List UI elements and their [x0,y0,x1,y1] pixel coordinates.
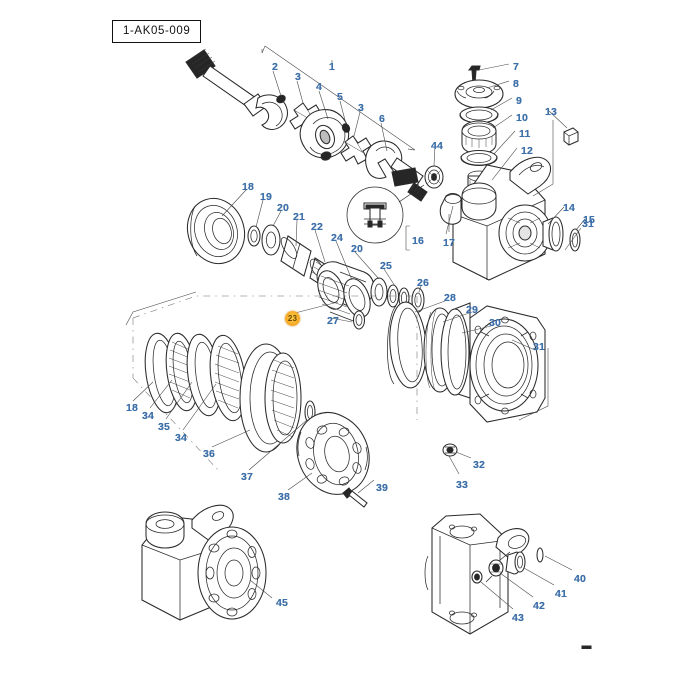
callout-number-19[interactable]: 19 [260,191,273,203]
callout-number-38[interactable]: 38 [278,491,291,503]
callout-number-33[interactable]: 33 [456,479,469,491]
callout-number-10[interactable]: 10 [516,112,529,124]
callout-number-5[interactable]: 5 [337,91,344,103]
callout-number-1[interactable]: 1 [329,61,336,73]
brake-disc-stack [125,291,418,508]
assembled-axle-housing [141,504,273,621]
callout-number-13[interactable]: 13 [545,106,558,118]
callout-number-43[interactable]: 43 [512,612,525,624]
callout-number-31[interactable]: 31 [533,341,546,353]
callout-number-11[interactable]: 11 [519,128,531,140]
callout-number-31[interactable]: 31 [582,218,595,230]
callout-number-25[interactable]: 25 [380,260,393,272]
callout-number-23-highlighted[interactable]: 23 [285,311,300,326]
callout-number-29[interactable]: 29 [466,304,479,316]
callout-number-27[interactable]: 27 [327,315,340,327]
callout-number-28[interactable]: 28 [444,292,457,304]
diagram-title-box: 1-AK05-009 [112,20,202,43]
callout-number-40[interactable]: 40 [574,573,587,585]
callout-number-3[interactable]: 3 [295,71,302,83]
callout-number-17[interactable]: 17 [443,237,456,249]
callout-number-8[interactable]: 8 [513,78,520,90]
callout-number-41[interactable]: 41 [555,588,568,600]
detail-magnifier-inset [346,184,425,244]
callout-number-20[interactable]: 20 [277,202,290,214]
callout-number-36[interactable]: 36 [203,448,216,460]
steering-knuckle-assembly [391,63,586,281]
callout-number-7[interactable]: 7 [513,61,520,73]
callout-number-3[interactable]: 3 [358,102,365,114]
callout-number-35[interactable]: 35 [158,421,171,433]
callout-number-30[interactable]: 30 [489,317,502,329]
callout-number-16[interactable]: 16 [412,235,425,247]
callout-number-15[interactable]: 15 [583,214,596,226]
brake-housing-assembly [387,285,549,475]
callout-number-20[interactable]: 20 [351,243,364,255]
callout-number-44[interactable]: 44 [431,140,444,152]
axle-shaft-assembly [185,45,428,202]
callout-number-26[interactable]: 26 [417,277,430,289]
callout-number-34[interactable]: 34 [142,410,155,422]
diagram-code: 1-AK05-009 [123,25,191,37]
callout-number-37[interactable]: 37 [241,471,254,483]
callout-number-22[interactable]: 22 [311,221,324,233]
callout-number-18[interactable]: 18 [126,402,139,414]
callout-number-2[interactable]: 2 [272,61,279,73]
callout-number-21[interactable]: 21 [293,211,306,223]
callout-number-12[interactable]: 12 [521,145,534,157]
callout-number-34[interactable]: 34 [175,432,188,444]
callout-number-14[interactable]: 14 [563,202,576,214]
carrier-plate [296,412,370,495]
callout-number-32[interactable]: 32 [473,459,486,471]
callout-number-6[interactable]: 6 [379,113,386,125]
callout-number-45[interactable]: 45 [276,597,289,609]
callout-number-18[interactable]: 18 [242,181,255,193]
callout-number-24[interactable]: 24 [331,232,344,244]
callout-number-9[interactable]: 9 [516,95,523,107]
callout-number-4[interactable]: 4 [316,81,323,93]
axle-housing-with-fittings [424,513,573,635]
callout-number-39[interactable]: 39 [376,482,389,494]
callout-number-42[interactable]: 42 [533,600,546,612]
